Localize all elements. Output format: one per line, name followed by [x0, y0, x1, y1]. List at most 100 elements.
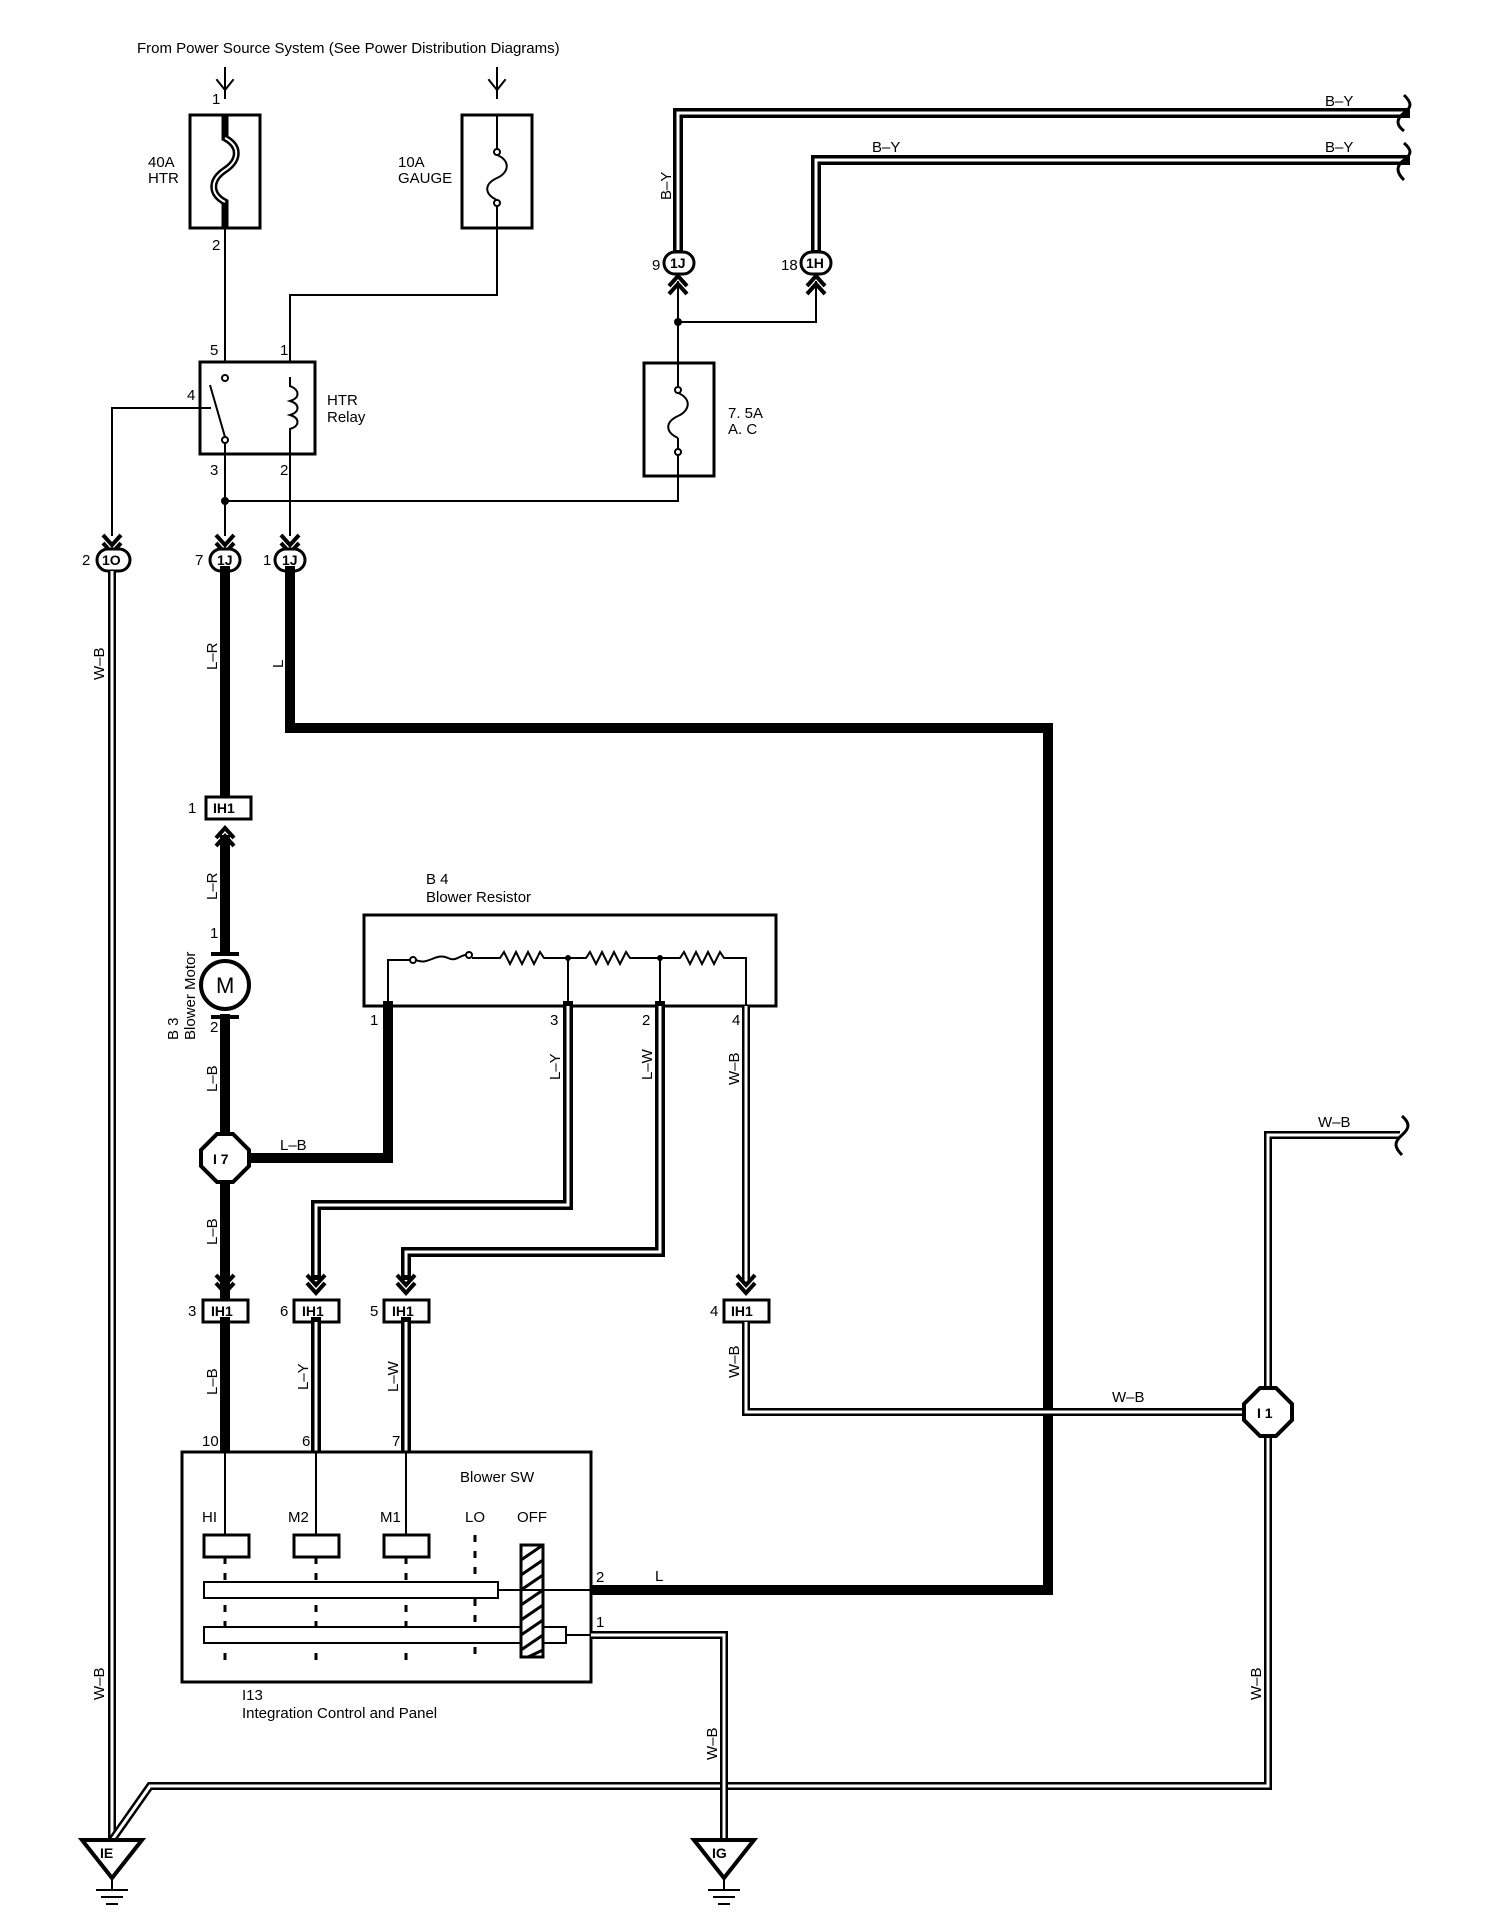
resistor-pin-2: 2	[642, 1012, 650, 1029]
wire-ly-resistor	[311, 1001, 573, 1280]
connector-1j-7: 7 1J	[195, 533, 242, 573]
svg-text:1H: 1H	[806, 255, 824, 271]
wire-wb-sw-ig	[591, 1631, 728, 1840]
fuse-htr-amp: 40A	[148, 154, 175, 171]
wire-label-by-3: B–Y	[872, 139, 900, 156]
wire-relay4-to-1o	[111, 407, 211, 536]
sw-pos-m2: M2	[288, 1509, 309, 1526]
svg-text:1O: 1O	[102, 552, 121, 568]
svg-text:1: 1	[263, 552, 271, 569]
relay-pin-5: 5	[210, 342, 218, 359]
svg-text:7: 7	[195, 552, 203, 569]
svg-text:IH1: IH1	[731, 1303, 753, 1319]
wire-by-upper	[673, 108, 1410, 255]
wire-label-lb-2: L–B	[204, 1218, 221, 1245]
sw-pin-1: 1	[596, 1614, 604, 1631]
connector-ih1-6: 6 IH1	[280, 1273, 341, 1324]
ground-ig: IG	[689, 1838, 759, 1905]
motor-name: Blower Motor	[182, 952, 199, 1040]
svg-text:9: 9	[652, 257, 660, 274]
motor-symbol: M	[216, 973, 234, 998]
wire-label-ly-2: L–Y	[295, 1363, 312, 1390]
sw-code: I13	[242, 1687, 263, 1704]
wire-label-lr-1: L–R	[204, 642, 221, 670]
blower-switch: 10 6 7 Blower SW HI M2 M1 LO OFF 2 1 I13…	[180, 1433, 604, 1722]
sw-pin-10: 10	[202, 1433, 219, 1450]
wire-label-wb-left-bottom: W–B	[91, 1667, 108, 1700]
wire-label-by-1: B–Y	[1325, 93, 1353, 110]
sw-pos-lo: LO	[465, 1509, 485, 1526]
wire-wb-right	[108, 1131, 1400, 1843]
svg-text:IH1: IH1	[302, 1303, 324, 1319]
wire-lw-resistor	[401, 1001, 665, 1280]
wire-label-wb-top-right: W–B	[1318, 1114, 1351, 1131]
motor-code: B 3	[165, 1017, 182, 1040]
connector-1j-9: 9 1J	[652, 250, 696, 296]
wire-label-wb-res: W–B	[726, 1052, 743, 1085]
svg-text:I 1: I 1	[1257, 1405, 1273, 1421]
relay-pin-4: 4	[187, 387, 195, 404]
relay-pin-3: 3	[210, 462, 218, 479]
fuse-ac-amp: 7. 5A	[728, 405, 763, 422]
relay-pin-1: 1	[280, 342, 288, 359]
wire-label-lb-3: L–B	[280, 1137, 307, 1154]
relay-name-1: HTR	[327, 392, 358, 409]
wire-label-wb-mid: W–B	[1112, 1389, 1145, 1406]
fuse-htr-pin-bottom: 2	[212, 237, 220, 254]
fuse-htr-name: HTR	[148, 170, 179, 187]
svg-text:18: 18	[781, 257, 798, 274]
junction-i7: I 7	[199, 1132, 251, 1184]
wire-label-by-2: B–Y	[1325, 139, 1353, 156]
resistor-code: B 4	[426, 871, 449, 888]
connector-ih1-1: 1 IH1	[188, 795, 253, 848]
wire-label-ly-1: L–Y	[547, 1053, 564, 1080]
motor-pin-1: 1	[210, 925, 218, 942]
svg-text:3: 3	[188, 1303, 196, 1320]
ground-ie: IE	[77, 1838, 147, 1905]
connector-ih1-5: 5 IH1	[370, 1273, 431, 1324]
wire-label-wb-sw: W–B	[704, 1727, 721, 1760]
wire-by-lower	[811, 155, 1410, 255]
wire-gauge-to-relay	[289, 227, 498, 379]
fuse-gauge-amp: 10A	[398, 154, 425, 171]
sw-name: Integration Control and Panel	[242, 1705, 437, 1722]
wire-label-wb-left-top: W–B	[91, 647, 108, 680]
sw-pin-7: 7	[392, 1433, 400, 1450]
svg-text:IH1: IH1	[392, 1303, 414, 1319]
sw-pin-2: 2	[596, 1569, 604, 1586]
svg-text:1J: 1J	[217, 552, 233, 568]
wire-lb-resistor-i7	[245, 1001, 393, 1163]
wire-label-wb-right: W–B	[1248, 1667, 1265, 1700]
svg-text:1J: 1J	[670, 255, 686, 271]
connector-ih1-3: 3 IH1	[188, 1273, 250, 1324]
svg-text:4: 4	[710, 1303, 718, 1320]
sw-pos-m1: M1	[380, 1509, 401, 1526]
svg-text:1J: 1J	[282, 552, 298, 568]
fuse-40a-htr: 1 40A HTR 2	[148, 67, 262, 254]
svg-text:6: 6	[280, 1303, 288, 1320]
wire-label-by-vertical: B–Y	[658, 172, 675, 200]
wire-l-loop	[285, 566, 1053, 1595]
wire-ac-to-1j-1h	[677, 281, 817, 323]
svg-text:1: 1	[188, 800, 196, 817]
fuse-7-5a-ac: 7. 5A A. C	[642, 322, 763, 478]
wire-label-wb-ih1: W–B	[726, 1345, 743, 1378]
connector-1o-2: 2 1O	[82, 533, 132, 573]
resistor-pin-3: 3	[550, 1012, 558, 1029]
connector-ih1-4: 4 IH1	[710, 1273, 771, 1324]
svg-text:I 7: I 7	[213, 1151, 229, 1167]
resistor-name: Blower Resistor	[426, 889, 531, 906]
sw-pos-hi: HI	[202, 1509, 217, 1526]
wire-label-lr-2: L–R	[204, 872, 221, 900]
svg-text:IH1: IH1	[211, 1303, 233, 1319]
wire-label-lw-2: L–W	[385, 1360, 402, 1392]
motor-pin-2: 2	[210, 1019, 218, 1036]
fuse-ac-name: A. C	[728, 421, 757, 438]
connector-1h-18: 18 1H	[781, 250, 833, 296]
wire-label-lw-1: L–W	[639, 1048, 656, 1080]
blower-motor: 1 M 2 B 3 Blower Motor	[165, 925, 251, 1040]
wire-label-l-2: L	[655, 1568, 663, 1585]
svg-text:IH1: IH1	[213, 800, 235, 816]
connector-1j-1: 1 1J	[263, 533, 307, 573]
